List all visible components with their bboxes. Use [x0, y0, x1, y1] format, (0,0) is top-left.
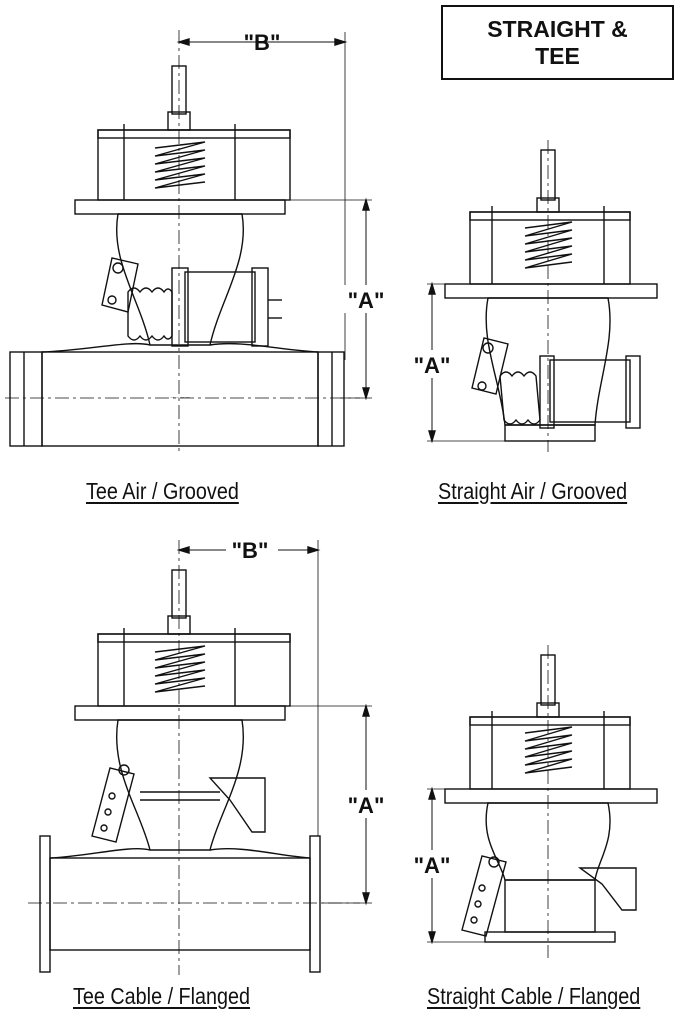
actuator-stem — [171, 65, 187, 115]
dim-a-label-tee-cable: "A" — [348, 793, 385, 818]
cable-lever — [461, 855, 507, 937]
bellows — [499, 371, 541, 425]
valve-body — [116, 213, 244, 346]
valve-body — [116, 719, 244, 851]
dim-a-label-straight-air: "A" — [414, 353, 451, 378]
spring-housing — [97, 633, 291, 707]
title-line-2: TEE — [535, 42, 580, 69]
tee-pipe — [49, 857, 311, 951]
spring — [524, 726, 573, 774]
air-cylinder — [549, 359, 631, 423]
top-flange — [444, 788, 658, 804]
body-marking: — — — — — [170, 394, 189, 399]
dim-b-label-tee-air: "B" — [244, 30, 281, 55]
title-box: STRAIGHT & TEE — [441, 5, 674, 80]
tee-cable-flanged-view — [28, 540, 372, 975]
tee-air-grooved-view: — — — — — [5, 30, 372, 455]
straight-outlet — [504, 879, 596, 933]
air-cylinder — [184, 271, 256, 343]
top-flange — [444, 283, 658, 299]
grooved-end-right — [317, 351, 345, 447]
grooved-end-left — [9, 351, 43, 447]
straight-cable-flanged-view — [427, 645, 658, 958]
tee-pipe — [41, 351, 319, 447]
bottom-flange — [484, 931, 616, 943]
caption-straight-air-grooved: Straight Air / Grooved — [438, 478, 628, 504]
spring — [154, 141, 206, 189]
spring — [524, 221, 573, 269]
dim-b-label-tee-cable: "B" — [232, 538, 269, 563]
spring-housing — [97, 129, 291, 201]
lever-arm — [471, 337, 509, 395]
cable-bracket — [208, 777, 266, 833]
lever-arm — [101, 257, 139, 313]
straight-air-grooved-view — [427, 140, 658, 452]
caption-straight-cable-flanged: Straight Cable / Flanged — [427, 983, 641, 1009]
grooved-outlet — [504, 424, 596, 442]
spring-housing — [469, 211, 631, 285]
actuator-stem — [540, 654, 556, 706]
title-line-1: STRAIGHT & — [487, 15, 628, 42]
caption-tee-cable-flanged: Tee Cable / Flanged — [73, 983, 251, 1009]
cable-lever — [91, 767, 135, 843]
spring-housing — [469, 716, 631, 790]
cable-bracket — [577, 867, 637, 911]
flange-right — [309, 835, 321, 973]
actuator-stem — [540, 149, 556, 201]
spring — [154, 645, 206, 693]
housing-cap — [97, 129, 291, 139]
dim-a-label-tee-air: "A" — [348, 288, 385, 313]
bellows — [127, 287, 173, 341]
caption-tee-air-grooved: Tee Air / Grooved — [86, 478, 239, 504]
top-flange — [74, 199, 286, 215]
top-flange — [74, 705, 286, 721]
dim-a-label-straight-cable: "A" — [414, 853, 451, 878]
tee-transition — [49, 848, 311, 859]
actuator-stem — [171, 569, 187, 619]
flange-left — [39, 835, 51, 973]
